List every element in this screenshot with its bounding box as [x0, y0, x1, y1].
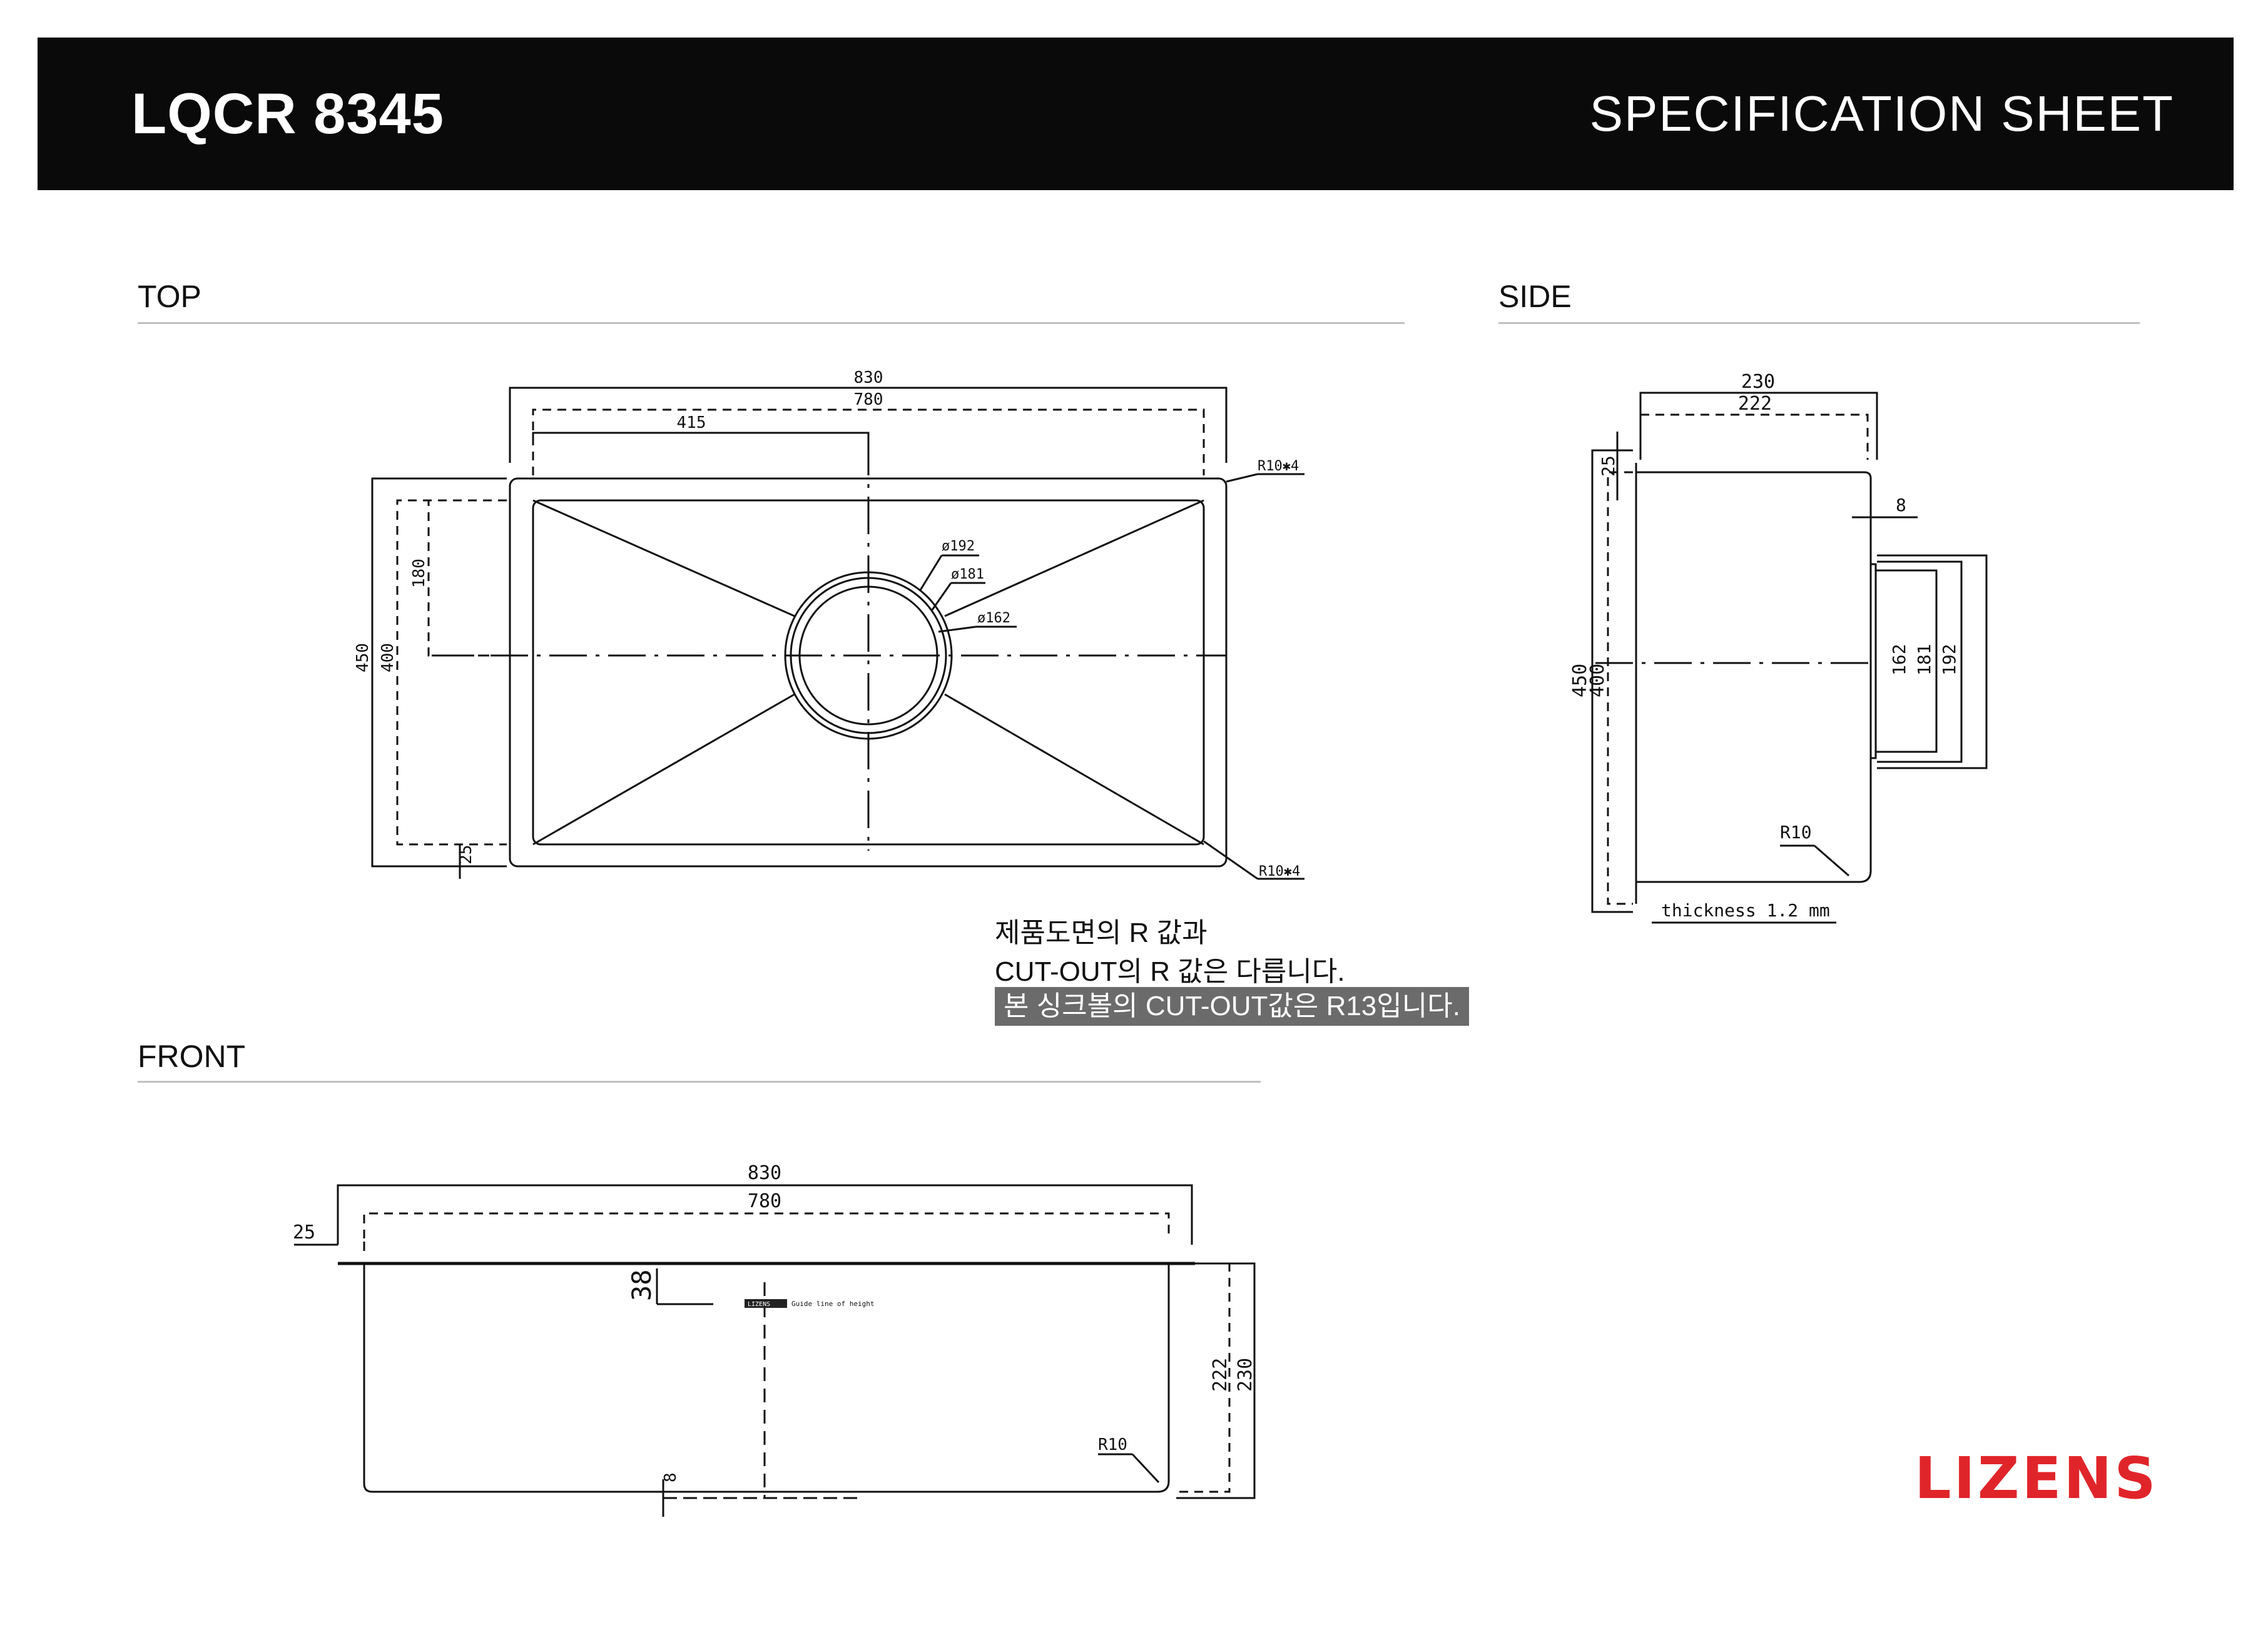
section-side-label: SIDE	[1498, 279, 1572, 314]
dim-top-830: 830	[854, 368, 883, 387]
dim-side-222: 222	[1738, 393, 1772, 415]
dim-side-162: 162	[1889, 644, 1909, 676]
dim-top-450: 450	[353, 643, 372, 672]
dim-top-drain-192: ø192	[942, 539, 975, 554]
dim-top-drain-162: ø162	[977, 610, 1010, 626]
dim-front-25: 25	[293, 1222, 315, 1243]
dim-side-8: 8	[1896, 495, 1906, 515]
dim-top-25: 25	[457, 845, 475, 864]
dim-side-450: 450	[1569, 664, 1591, 697]
sheet-title: SPECIFICATION SHEET	[1589, 86, 2174, 141]
dim-side-25: 25	[1598, 455, 1619, 477]
front-view-drawing	[294, 1184, 1256, 1517]
note-line-2: CUT-OUT의 R 값은 다릅니다.	[995, 956, 1345, 987]
dim-top-180: 180	[410, 559, 429, 588]
dim-front-780: 780	[748, 1190, 781, 1212]
front-bowl-outline	[363, 1263, 1170, 1493]
dim-side-230: 230	[1741, 371, 1775, 393]
dim-side-192: 192	[1939, 644, 1960, 676]
dim-front-222: 222	[1209, 1358, 1231, 1392]
dim-top-415: 415	[677, 413, 706, 432]
dim-top-radius-lower: R10✱4	[1259, 864, 1300, 879]
header-bar: LQCR 8345 SPECIFICATION SHEET	[38, 38, 2234, 190]
section-front-rule	[138, 1081, 1261, 1083]
dim-side-thickness: thickness 1.2 mm	[1661, 900, 1830, 921]
dim-top-drain-181: ø181	[951, 567, 984, 582]
dim-front-38: 38	[626, 1269, 657, 1301]
note-line-1: 제품도면의 R 값과	[995, 918, 1208, 948]
section-front-label: FRONT	[138, 1039, 246, 1074]
section-top-label: TOP	[138, 279, 201, 314]
side-bowl-outline	[1636, 471, 1872, 883]
guide-label-text: LIZENS	[748, 1301, 770, 1308]
dim-front-8: 8	[661, 1472, 680, 1482]
note-highlight: 본 싱크볼의 CUT-OUT값은 R13입니다.	[995, 987, 1469, 1026]
dim-top-400: 400	[379, 643, 397, 672]
section-top-rule	[138, 322, 1405, 324]
section-side-rule	[1498, 322, 2140, 324]
dim-side-400: 400	[1587, 664, 1609, 697]
side-view-drawing	[1591, 392, 1988, 924]
dim-front-radius: R10	[1098, 1435, 1127, 1454]
dim-side-radius: R10	[1780, 822, 1812, 843]
brand-logo: LIZENS	[1915, 1445, 2159, 1512]
top-view-drawing	[371, 387, 1304, 880]
guide-label-block	[745, 1299, 787, 1308]
model-title: LQCR 8345	[131, 82, 444, 146]
dim-top-radius-upper: R10✱4	[1258, 458, 1299, 474]
dim-side-181: 181	[1914, 644, 1935, 676]
dim-front-230: 230	[1234, 1358, 1256, 1392]
guide-line-text: Guide line of height	[791, 1300, 874, 1308]
dim-top-780: 780	[854, 390, 883, 409]
top-outer-rim	[509, 477, 1228, 868]
dim-front-830: 830	[748, 1162, 781, 1184]
